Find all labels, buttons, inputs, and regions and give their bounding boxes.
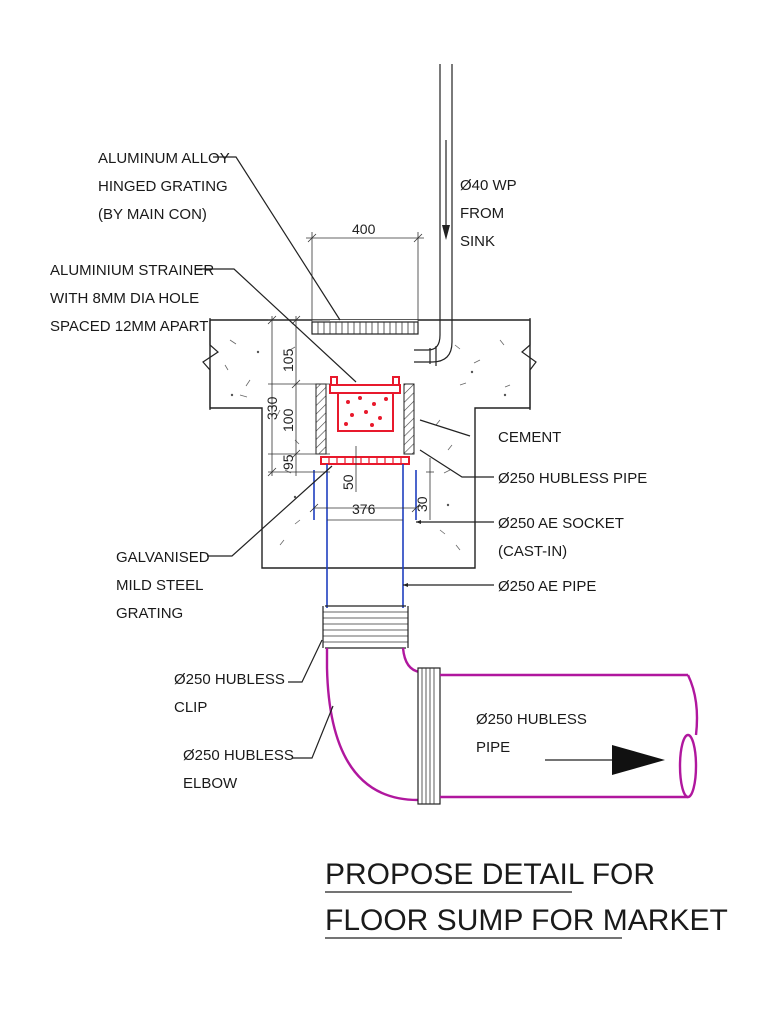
dim-105: 105 [280, 348, 296, 372]
label-hubless-pipe-lower: Ø250 HUBLESS PIPE [476, 711, 587, 756]
label-cement: CEMENT [498, 429, 561, 446]
galvanised-line-3: GRATING [116, 605, 183, 622]
label-strainer: ALUMINIUM STRAINER WITH 8MM DIA HOLE SPA… [50, 262, 214, 335]
wp-line-2: FROM [460, 205, 504, 222]
wp-downpipe [414, 64, 453, 366]
dim-95: 95 [280, 454, 296, 470]
ae-socket-line-1: Ø250 AE SOCKET [498, 515, 624, 532]
left-break-line [202, 318, 219, 410]
dim-330: 330 [264, 396, 280, 420]
hubless-clip [322, 605, 409, 649]
title-line-2: FLOOR SUMP FOR MARKET [325, 904, 728, 937]
drawing-title: PROPOSE DETAIL FOR FLOOR SUMP FOR MARKET [325, 858, 728, 939]
strainer-line-2: WITH 8MM DIA HOLE [50, 290, 199, 307]
label-ae-pipe: Ø250 AE PIPE [498, 578, 596, 595]
label-elbow: Ø250 HUBLESS ELBOW [183, 747, 294, 792]
dim-100: 100 [280, 408, 296, 432]
label-clip: Ø250 HUBLESS CLIP [174, 671, 285, 716]
cement-wall-left [315, 383, 327, 455]
hubless-pipe-lower-line-1: Ø250 HUBLESS [476, 711, 587, 728]
dim-400: 400 [352, 221, 376, 237]
dim-30: 30 [414, 496, 430, 512]
clip-line-2: CLIP [174, 699, 207, 716]
hubless-pipe-horizontal [417, 667, 699, 805]
hubless-pipe-lower-line-2: PIPE [476, 739, 510, 756]
label-wp: Ø40 WP FROM SINK [460, 177, 517, 250]
leader-lines [195, 156, 494, 759]
grating-line-2: HINGED GRATING [98, 178, 228, 195]
cement-wall-right [403, 383, 415, 455]
dim-376: 376 [352, 501, 376, 517]
label-hubless-pipe-upper: Ø250 HUBLESS PIPE [498, 470, 647, 487]
aluminium-strainer [320, 376, 410, 465]
clip-line-1: Ø250 HUBLESS [174, 671, 285, 688]
wp-line-3: SINK [460, 233, 495, 250]
strainer-line-1: ALUMINIUM STRAINER [50, 262, 214, 279]
wp-line-1: Ø40 WP [460, 177, 517, 194]
galvanised-line-1: GALVANISED [116, 549, 210, 566]
grating-line-3: (BY MAIN CON) [98, 206, 207, 223]
dim-50: 50 [340, 474, 356, 490]
title-line-1: PROPOSE DETAIL FOR [325, 858, 655, 891]
grating-line-1: ALUMINUM ALLOY [98, 150, 230, 167]
ae-pipe [313, 464, 417, 608]
label-grating: ALUMINUM ALLOY HINGED GRATING (BY MAIN C… [98, 150, 230, 223]
right-break-line [521, 318, 537, 410]
hubless-elbow [325, 647, 421, 802]
concrete-slab-outline [209, 319, 531, 569]
ae-socket-line-2: (CAST-IN) [498, 543, 567, 560]
strainer-line-3: SPACED 12MM APART [50, 318, 208, 335]
elbow-line-2: ELBOW [183, 775, 238, 792]
elbow-line-1: Ø250 HUBLESS [183, 747, 294, 764]
strainer-holes [344, 396, 388, 427]
galvanised-line-2: MILD STEEL [116, 577, 204, 594]
concrete-texture [224, 339, 511, 551]
dimension-lines [267, 232, 434, 520]
label-ae-socket: Ø250 AE SOCKET (CAST-IN) [498, 515, 624, 560]
label-galvanised: GALVANISED MILD STEEL GRATING [116, 549, 210, 622]
aluminium-grating [311, 321, 419, 335]
galvanised-grating-plate [320, 456, 410, 465]
concrete-structure [202, 318, 537, 569]
dimension-text: 400 105 100 95 330 50 30 376 [264, 221, 430, 517]
